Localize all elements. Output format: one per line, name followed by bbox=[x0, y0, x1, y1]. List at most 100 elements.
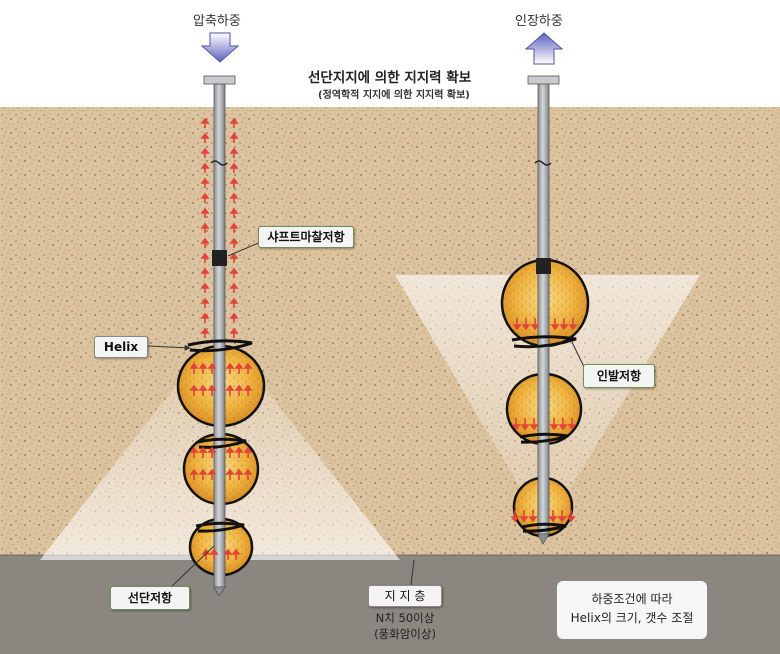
bearing-arrow bbox=[198, 362, 208, 374]
friction-arrow bbox=[229, 327, 239, 338]
uplift-arrow bbox=[512, 318, 522, 331]
uplift-arrow bbox=[549, 418, 559, 431]
friction-arrow bbox=[229, 147, 239, 158]
tension-load-label: 인장하중 bbox=[515, 14, 563, 29]
diagram-title: 선단지지에 의한 지지력 확보 bbox=[308, 70, 472, 86]
uplift-arrow bbox=[566, 510, 576, 523]
bearing-arrow bbox=[189, 446, 199, 458]
friction-arrow bbox=[200, 162, 210, 173]
helix-callout: Helix bbox=[94, 336, 148, 358]
uplift-arrow bbox=[511, 418, 521, 431]
bearing-arrow bbox=[234, 362, 244, 374]
bearing-arrow bbox=[225, 384, 235, 396]
uplift-arrow bbox=[519, 510, 529, 523]
compression-pile bbox=[176, 75, 266, 597]
friction-arrow bbox=[229, 237, 239, 248]
bearing-arrow bbox=[243, 446, 253, 458]
shaft-friction-arrows bbox=[200, 117, 239, 338]
compression-load-label: 압축하중 bbox=[193, 14, 241, 29]
bearing-arrow bbox=[243, 384, 253, 396]
bearing-arrow bbox=[198, 468, 208, 480]
bearing-arrow bbox=[207, 362, 217, 374]
uplift-arrow bbox=[510, 510, 520, 523]
uplift-arrow bbox=[567, 418, 577, 431]
bearing-arrow bbox=[243, 362, 253, 374]
friction-arrow bbox=[200, 132, 210, 143]
bearing-arrow bbox=[234, 468, 244, 480]
bearing-arrow bbox=[209, 548, 219, 560]
friction-arrow bbox=[200, 267, 210, 278]
friction-arrow bbox=[200, 327, 210, 338]
tension-load-arrow bbox=[524, 32, 564, 65]
bearing-stratum-label: 지 지 층 bbox=[368, 585, 442, 607]
bearing-stratum-spec-2: (풍화암이상) bbox=[374, 627, 436, 641]
uplift-arrow bbox=[528, 510, 538, 523]
friction-arrow bbox=[200, 237, 210, 248]
note-line-1: 하중조건에 따라 bbox=[591, 592, 673, 606]
end-bearing-arrows bbox=[189, 362, 253, 560]
friction-arrow bbox=[200, 282, 210, 293]
friction-arrow bbox=[229, 162, 239, 173]
friction-arrow bbox=[200, 297, 210, 308]
friction-arrow bbox=[229, 207, 239, 218]
friction-arrow bbox=[229, 252, 239, 263]
note-line-2: Helix의 크기, 갯수 조절 bbox=[570, 611, 694, 625]
uplift-arrow bbox=[558, 418, 568, 431]
uplift-arrow bbox=[559, 318, 569, 331]
compression-load-arrow bbox=[200, 32, 240, 63]
uplift-arrow bbox=[557, 510, 567, 523]
friction-arrow bbox=[229, 177, 239, 188]
friction-arrow bbox=[200, 207, 210, 218]
friction-arrow bbox=[229, 282, 239, 293]
pile-shaft-right bbox=[537, 83, 550, 535]
friction-arrow bbox=[200, 147, 210, 158]
bearing-arrow bbox=[231, 548, 241, 560]
bearing-arrow bbox=[234, 446, 244, 458]
bearing-arrow bbox=[189, 384, 199, 396]
uplift-callout: 인발저항 bbox=[583, 364, 655, 388]
shaft-coupling bbox=[212, 250, 227, 266]
pile-cap bbox=[203, 75, 236, 85]
pile-cap-right bbox=[527, 75, 560, 85]
helix-adjustment-note: 하중조건에 따라 Helix의 크기, 갯수 조절 bbox=[556, 580, 708, 640]
bearing-arrow bbox=[223, 548, 233, 560]
friction-arrow bbox=[200, 222, 210, 233]
friction-arrow bbox=[229, 267, 239, 278]
bearing-arrow bbox=[225, 362, 235, 374]
friction-arrow bbox=[229, 192, 239, 203]
end-bearing-callout: 선단저항 bbox=[110, 586, 190, 610]
friction-arrow bbox=[200, 312, 210, 323]
tension-pile bbox=[500, 75, 590, 545]
friction-arrow bbox=[200, 192, 210, 203]
bearing-arrow bbox=[189, 362, 199, 374]
uplift-arrow bbox=[529, 418, 539, 431]
bearing-arrow bbox=[243, 468, 253, 480]
uplift-arrow bbox=[568, 318, 578, 331]
friction-arrow bbox=[229, 297, 239, 308]
bearing-arrow bbox=[207, 384, 217, 396]
friction-arrow bbox=[229, 312, 239, 323]
uplift-arrow bbox=[550, 318, 560, 331]
friction-arrow bbox=[200, 117, 210, 128]
uplift-arrows bbox=[510, 318, 578, 523]
diagram-subtitle: (정역학적 지지에 의한 지지력 확보) bbox=[318, 90, 470, 101]
uplift-arrow bbox=[520, 418, 530, 431]
bearing-arrow bbox=[198, 384, 208, 396]
pile-shaft bbox=[213, 83, 226, 588]
shaft-coupling-right bbox=[536, 258, 551, 274]
uplift-arrow bbox=[530, 318, 540, 331]
uplift-arrow bbox=[521, 318, 531, 331]
bearing-arrow bbox=[198, 446, 208, 458]
bearing-arrow bbox=[225, 468, 235, 480]
bearing-arrow bbox=[234, 384, 244, 396]
bearing-arrow bbox=[189, 468, 199, 480]
friction-arrow bbox=[229, 117, 239, 128]
bearing-stratum-spec: N치 50이상 bbox=[375, 611, 435, 625]
friction-arrow bbox=[229, 132, 239, 143]
friction-arrow bbox=[229, 222, 239, 233]
friction-arrow bbox=[200, 177, 210, 188]
bearing-arrow bbox=[225, 446, 235, 458]
bearing-arrow bbox=[207, 446, 217, 458]
shaft-friction-callout: 샤프트마찰저항 bbox=[258, 226, 354, 248]
